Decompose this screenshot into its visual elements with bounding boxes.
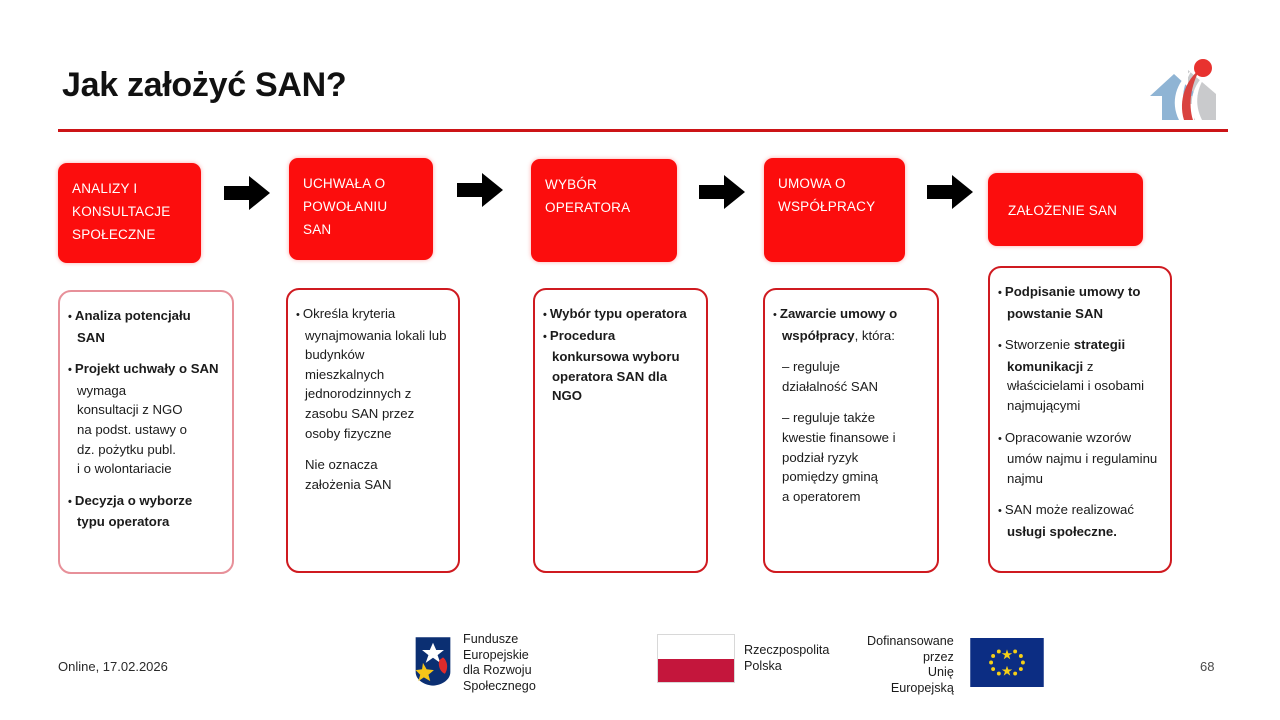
detail-item: Zawarcie umowy o współpracy, która: — [773, 304, 926, 345]
detail-text-pre: Stworzenie — [1004, 337, 1074, 353]
detail-text: Stworzenie strategii komunikacji z właśc… — [998, 335, 1159, 415]
detail-item: Opracowanie wzorów umów najmu i regulami… — [998, 428, 1159, 489]
detail-text-bold: usługi społeczne. — [1007, 523, 1117, 539]
detail-subtext: – reguluje także kwestie finansowe i pod… — [782, 410, 896, 504]
detail-card-4: Zawarcie umowy o współpracy, która: – re… — [763, 288, 939, 573]
detail-item: – reguluje także kwestie finansowe i pod… — [773, 408, 926, 506]
page-number: 68 — [1200, 659, 1215, 674]
fundusze-europejskie-caption: Fundusze Europejskie dla Rozwoju Społecz… — [463, 632, 536, 693]
detail-item: Projekt uchwały o SAN wymaga konsultacji… — [68, 359, 221, 479]
detail-text: SAN może realizować usługi społeczne. — [998, 500, 1159, 541]
footer-date: Online, 17.02.2026 — [58, 659, 168, 674]
detail-item: Nie oznacza założenia SAN — [296, 455, 447, 494]
page-title: Jak założyć SAN? — [62, 66, 347, 104]
rzeczpospolita-polska-flag — [657, 634, 735, 683]
detail-text: Opracowanie wzorów umów najmu i regulami… — [998, 428, 1159, 489]
detail-text: Wybór typu operatora — [543, 304, 695, 326]
detail-card-2: Określa kryteria wynajmowania lokali lub… — [286, 288, 460, 573]
european-union-caption: Dofinansowane przez Unię Europejską — [867, 634, 954, 695]
detail-text: Określa kryteria wynajmowania lokali lub… — [296, 304, 447, 443]
process-step-3[interactable]: WYBÓR OPERATORA — [531, 159, 677, 262]
process-step-2[interactable]: UCHWAŁA O POWOŁANIU SAN — [289, 158, 433, 260]
detail-text: Analiza potencjału SAN — [68, 306, 221, 347]
european-union-flag — [963, 638, 1051, 692]
arrow-right-icon — [455, 170, 505, 210]
detail-item: Procedura konkursowa wyboru operatora SA… — [543, 326, 695, 406]
detail-item: – reguluje działalność SAN — [773, 357, 926, 396]
arrow-right-icon — [925, 172, 975, 212]
detail-text-rest: , która: — [854, 327, 895, 343]
detail-item: Analiza potencjału SAN — [68, 306, 221, 347]
detail-text: Procedura konkursowa wyboru operatora SA… — [543, 326, 695, 406]
detail-card-1: Analiza potencjału SAN Projekt uchwały o… — [58, 290, 234, 574]
detail-subtext: wymaga konsultacji z NGO na podst. ustaw… — [77, 382, 187, 477]
rzeczpospolita-polska-logo-unit: Rzeczpospolita Polska — [657, 634, 829, 683]
detail-subtext: – reguluje działalność SAN — [782, 359, 879, 394]
rzeczpospolita-polska-caption: Rzeczpospolita Polska — [744, 643, 830, 673]
arrow-right-icon — [222, 173, 272, 213]
title-divider — [58, 129, 1228, 132]
process-step-5[interactable]: ZAŁOŻENIE SAN — [988, 173, 1143, 246]
detail-text-pre: SAN może realizować — [1004, 502, 1134, 518]
detail-text: Podpisanie umowy to powstanie SAN — [998, 282, 1159, 323]
detail-text: Zawarcie umowy o współpracy, która: — [773, 304, 926, 345]
detail-text: Decyzja o wyborze typu operatora — [68, 491, 221, 532]
detail-item: Podpisanie umowy to powstanie SAN — [998, 282, 1159, 323]
fundusze-europejskie-logo-unit: Fundusze Europejskie dla Rozwoju Społecz… — [412, 632, 536, 694]
process-step-4[interactable]: UMOWA O WSPÓŁPRACY — [764, 158, 905, 262]
detail-item: Stworzenie strategii komunikacji z właśc… — [998, 335, 1159, 415]
european-union-logo-unit: Dofinansowane przez Unię Europejską — [867, 634, 1051, 696]
detail-item: Wybór typu operatora — [543, 304, 695, 326]
detail-item: SAN może realizować usługi społeczne. — [998, 500, 1159, 541]
process-step-1[interactable]: ANALIZY I KONSULTACJE SPOŁECZNE — [58, 163, 201, 263]
detail-text-bold: Zawarcie umowy o współpracy — [779, 306, 898, 343]
detail-card-5: Podpisanie umowy to powstanie SAN Stworz… — [988, 266, 1172, 573]
detail-text-post: z właścicielami i osobami najmującymi — [1007, 358, 1145, 413]
detail-card-3: Wybór typu operatora Procedura konkursow… — [533, 288, 708, 573]
detail-text: Projekt uchwały o SAN — [68, 359, 221, 381]
arrow-right-icon — [697, 172, 747, 212]
detail-note: Nie oznacza założenia SAN — [305, 457, 392, 492]
fundusze-europejskie-logo — [412, 635, 454, 692]
detail-item: Określa kryteria wynajmowania lokali lub… — [296, 304, 447, 443]
house-people-logo — [1148, 52, 1230, 124]
detail-item: Decyzja o wyborze typu operatora — [68, 491, 221, 532]
detail-text-bold: strategii komunikacji — [1007, 337, 1126, 374]
